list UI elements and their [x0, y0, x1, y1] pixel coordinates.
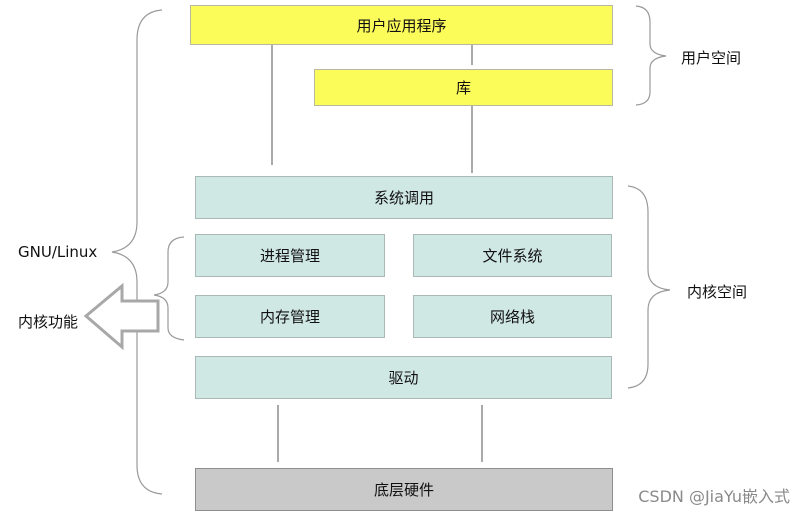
driver-box: 驱动	[195, 356, 612, 399]
gnu-linux-label: GNU/Linux	[18, 243, 98, 261]
file-system-label: 文件系统	[482, 247, 543, 265]
driver-label: 驱动	[388, 369, 419, 387]
memory-management-box: 内存管理	[195, 295, 385, 338]
csdn-watermark: CSDN @JiaYu嵌入式	[638, 487, 790, 506]
hardware-label: 底层硬件	[373, 481, 434, 499]
process-management-label: 进程管理	[259, 247, 320, 265]
system-call-box: 系统调用	[195, 176, 613, 219]
library-box: 库	[314, 69, 613, 106]
network-stack-label: 网络栈	[489, 308, 535, 326]
user-space-brace	[635, 5, 667, 106]
gnu-linux-brace	[111, 9, 163, 495]
kernel-space-brace	[627, 185, 671, 389]
hardware-box: 底层硬件	[195, 468, 613, 511]
kernel-space-label: 内核空间	[687, 283, 748, 301]
hollow-left-arrow-icon	[83, 282, 160, 351]
network-stack-box: 网络栈	[413, 295, 612, 338]
user-application-box: 用户应用程序	[190, 5, 613, 45]
system-call-label: 系统调用	[373, 189, 434, 207]
library-label: 库	[455, 79, 471, 97]
memory-management-label: 内存管理	[259, 308, 320, 326]
kernel-functions-label: 内核功能	[18, 313, 79, 331]
process-management-box: 进程管理	[195, 234, 385, 277]
file-system-box: 文件系统	[413, 234, 612, 277]
kernel-functions-brace	[153, 236, 185, 341]
user-application-label: 用户应用程序	[356, 16, 447, 35]
user-space-label: 用户空间	[681, 49, 742, 67]
